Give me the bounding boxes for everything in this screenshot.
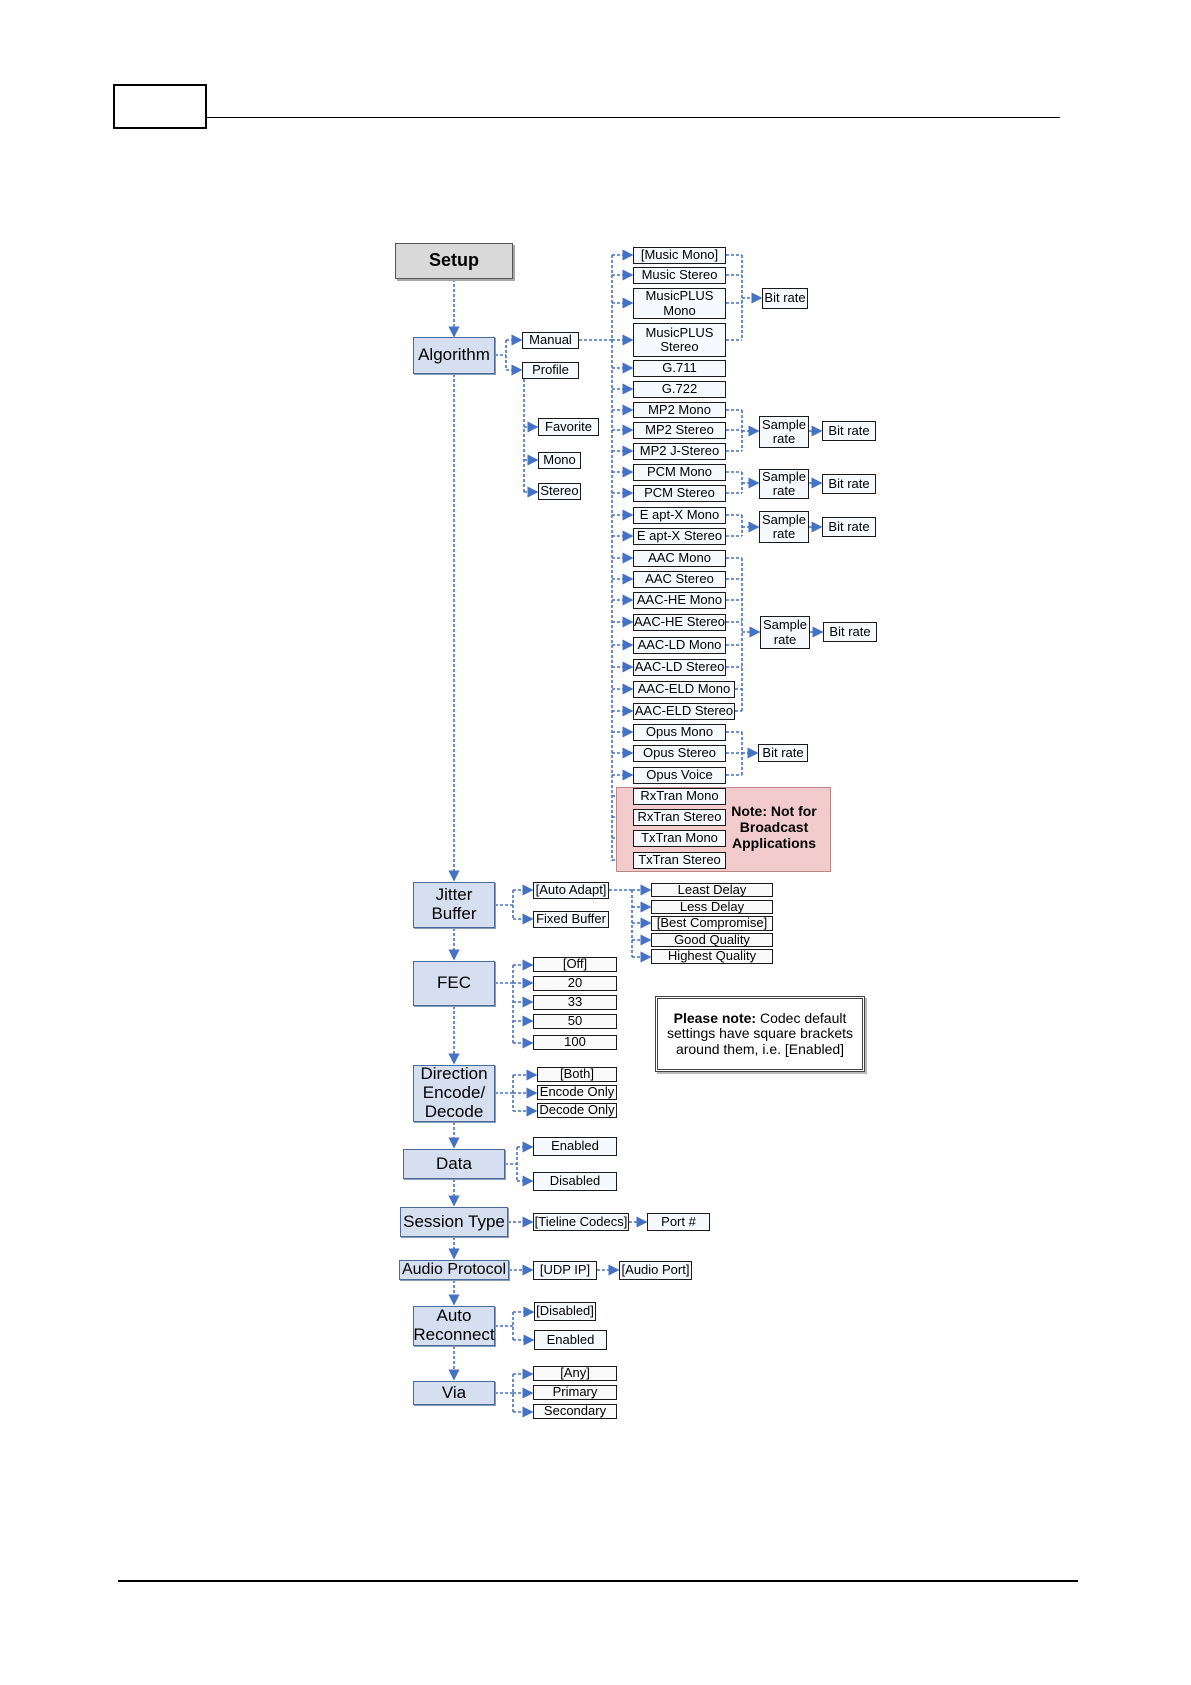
codec-aac-stereo: AAC Stereo <box>633 571 726 588</box>
codec-pcm-stereo: PCM Stereo <box>633 485 726 502</box>
direction-option: Decode Only <box>537 1103 617 1118</box>
data-option: Disabled <box>533 1172 617 1191</box>
jitter-least-delay: Least Delay <box>651 882 773 897</box>
codec-mp2-stereo: MP2 Stereo <box>633 422 726 439</box>
codec-aacld-stereo: AAC-LD Stereo <box>633 659 726 676</box>
codec-music-mono: [Music Mono] <box>633 247 726 264</box>
opus-bit-rate: Bit rate <box>758 744 808 762</box>
codec-mp2-jstereo: MP2 J-Stereo <box>633 443 726 460</box>
session-port: Port # <box>647 1213 710 1231</box>
audio-protocol-node: Audio Protocol <box>399 1260 509 1280</box>
direction-option: Encode Only <box>537 1085 617 1100</box>
aac-sample-rate: Sample rate <box>760 616 810 649</box>
fec-option: 100 <box>533 1035 617 1050</box>
manual-option: Manual <box>522 332 579 349</box>
stereo-option: Stereo <box>538 483 581 500</box>
fec-option: [Off] <box>533 957 617 972</box>
pcm-bit-rate: Bit rate <box>822 474 876 494</box>
aptx-bit-rate: Bit rate <box>822 517 876 537</box>
direction-node: Direction Encode/ Decode <box>413 1065 495 1122</box>
aac-bit-rate: Bit rate <box>823 622 877 642</box>
codec-aaceld-mono: AAC-ELD Mono <box>633 681 735 698</box>
footer-rule <box>118 1580 1078 1582</box>
profile-option: Profile <box>522 362 579 379</box>
codec-opus-mono: Opus Mono <box>633 724 726 741</box>
data-node: Data <box>403 1149 505 1179</box>
mono-option: Mono <box>538 452 581 469</box>
note-text: Codec default settings have square brack… <box>667 1009 853 1057</box>
codec-rxtran-mono: RxTran Mono <box>633 788 726 805</box>
via-option: [Any] <box>533 1366 617 1381</box>
session-tieline-codecs: [Tieline Codecs] <box>533 1213 629 1231</box>
jitter-best-compromise: [Best Compromise] <box>651 916 773 931</box>
aptx-sample-rate: Sample rate <box>759 511 809 543</box>
codec-music-stereo: Music Stereo <box>633 267 726 284</box>
audio-port: [Audio Port] <box>619 1261 692 1280</box>
codec-aache-mono: AAC-HE Mono <box>633 592 726 609</box>
note-label: Please note: <box>673 1009 757 1026</box>
via-option: Primary <box>533 1385 617 1400</box>
codec-musicplus-mono: MusicPLUS Mono <box>633 288 726 319</box>
setup-node: Setup <box>395 243 513 279</box>
jitter-highest-quality: Highest Quality <box>651 949 773 964</box>
direction-option: [Both] <box>537 1067 617 1082</box>
fec-node: FEC <box>413 961 495 1006</box>
musicplus-bit-rate: Bit rate <box>762 288 808 309</box>
codec-musicplus-stereo: MusicPLUS Stereo <box>633 323 726 357</box>
jitter-less-delay: Less Delay <box>651 899 773 914</box>
reconnect-option: Enabled <box>534 1330 607 1350</box>
codec-rxtran-stereo: RxTran Stereo <box>633 809 726 826</box>
mp2-sample-rate: Sample rate <box>759 416 809 448</box>
fec-option: 50 <box>533 1014 617 1029</box>
jitter-auto-adapt: [Auto Adapt] <box>533 882 609 899</box>
fec-option: 20 <box>533 976 617 991</box>
via-option: Secondary <box>533 1404 617 1419</box>
reconnect-option: [Disabled] <box>534 1302 596 1321</box>
codec-aacld-mono: AAC-LD Mono <box>633 637 726 654</box>
codec-pcm-mono: PCM Mono <box>633 464 726 481</box>
header-rule <box>207 117 1060 118</box>
codec-aptx-stereo: E apt-X Stereo <box>633 528 726 545</box>
algorithm-node: Algorithm <box>413 337 495 374</box>
jitter-buffer-node: Jitter Buffer <box>413 882 495 928</box>
auto-reconnect-node: Auto Reconnect <box>413 1306 495 1346</box>
codec-aac-mono: AAC Mono <box>633 550 726 567</box>
codec-opus-voice: Opus Voice <box>633 767 726 784</box>
codec-g711: G.711 <box>633 360 726 377</box>
via-node: Via <box>413 1381 495 1405</box>
header-page-number-box <box>113 84 207 129</box>
codec-mp2-mono: MP2 Mono <box>633 402 726 418</box>
favorite-option: Favorite <box>538 418 599 436</box>
codec-txtran-mono: TxTran Mono <box>633 830 726 847</box>
jitter-good-quality: Good Quality <box>651 932 773 947</box>
pcm-sample-rate: Sample rate <box>759 469 809 499</box>
codec-g722: G.722 <box>633 381 726 398</box>
mp2-bit-rate: Bit rate <box>822 421 876 441</box>
codec-aptx-mono: E apt-X Mono <box>633 507 726 524</box>
fec-option: 33 <box>533 995 617 1010</box>
codec-txtran-stereo: TxTran Stereo <box>633 852 726 869</box>
default-settings-note: Please note: Codec default settings have… <box>655 996 865 1072</box>
codec-aaceld-stereo: AAC-ELD Stereo <box>633 703 735 720</box>
codec-aache-stereo: AAC-HE Stereo <box>633 614 726 631</box>
jitter-fixed-buffer: Fixed Buffer <box>533 911 609 928</box>
session-type-node: Session Type <box>400 1207 508 1237</box>
audio-udp-ip: [UDP IP] <box>533 1261 597 1280</box>
data-option: Enabled <box>533 1137 617 1156</box>
not-for-broadcast-note: Note: Not for Broadcast Applications <box>731 803 817 852</box>
codec-opus-stereo: Opus Stereo <box>633 745 726 762</box>
